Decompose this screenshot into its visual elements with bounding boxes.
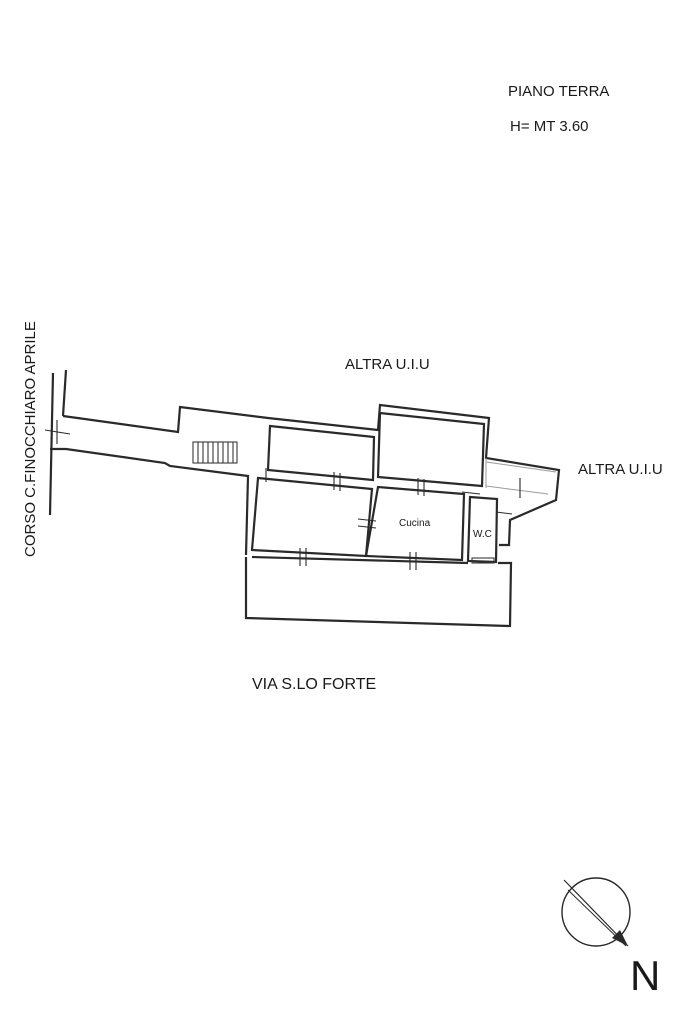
height-label: H= MT 3.60 [510,118,589,135]
room-label-kitchen: Cucina [399,518,431,529]
street-edge-west [48,369,68,516]
neighbor-label-north: ALTRA U.I.U [345,356,430,373]
external-area [244,555,513,628]
stairs [192,441,238,464]
neighbor-label-east: ALTRA U.I.U [578,461,663,478]
north-arrow [561,877,631,947]
door-marks [265,468,521,570]
entrance-corridor [44,403,561,556]
floor-label: PIANO TERRA [508,83,609,100]
interior-walls [250,411,557,564]
north-letter: N [630,952,660,999]
street-label-west: CORSO C.FINOCCHIARO APRILE [22,321,39,557]
room-label-wc: W.C [473,529,492,540]
street-label-south: VIA S.LO FORTE [252,676,376,693]
